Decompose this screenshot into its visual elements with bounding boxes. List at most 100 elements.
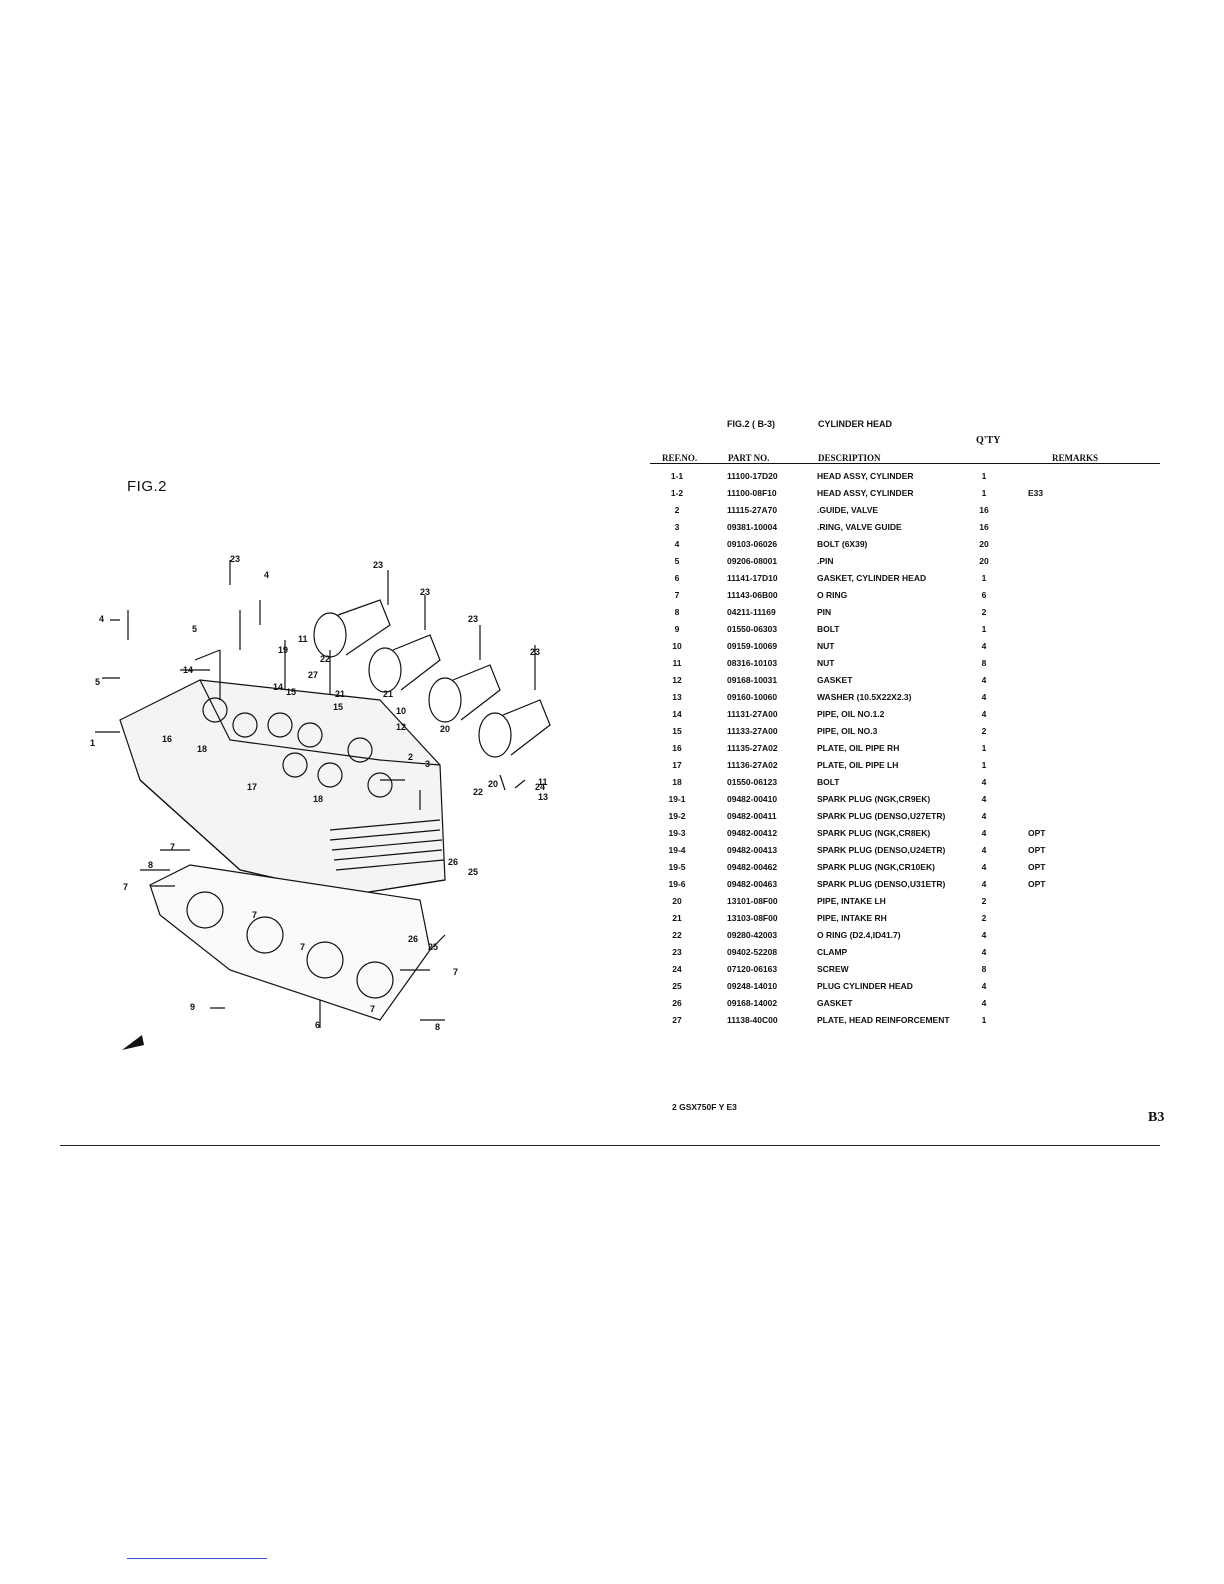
- part-no-cell: 11133-27A00: [727, 726, 778, 736]
- part-no-cell: 11143-06B00: [727, 590, 778, 600]
- svg-text:18: 18: [313, 794, 323, 804]
- ref-no-cell: 5: [674, 556, 680, 566]
- remarks-cell: E33: [1028, 488, 1044, 498]
- svg-text:25: 25: [468, 867, 478, 877]
- svg-text:5: 5: [95, 677, 100, 687]
- description-cell: PIPE, OIL NO.1.2: [817, 709, 885, 719]
- qty-cell: 6: [981, 590, 987, 600]
- ref-no-cell: 14: [672, 709, 682, 719]
- svg-text:23: 23: [468, 614, 478, 624]
- description-cell: PLATE, OIL PIPE RH: [817, 743, 900, 753]
- part-no-cell: 13101-08F00: [727, 896, 778, 906]
- header-part-no: PART NO.: [728, 453, 770, 463]
- svg-text:21: 21: [335, 689, 345, 699]
- part-no-cell: 08316-10103: [727, 658, 778, 668]
- part-no-cell: 04211-11169: [727, 607, 776, 617]
- part-no-cell: 11141-17D10: [727, 573, 778, 583]
- qty-cell: 4: [981, 641, 987, 651]
- ref-no-cell: 21: [672, 913, 682, 923]
- qty-cell: 4: [981, 709, 987, 719]
- qty-cell: 4: [981, 930, 987, 940]
- description-cell: GASKET: [817, 675, 853, 685]
- svg-text:23: 23: [373, 560, 383, 570]
- ref-no-cell: 25: [672, 981, 682, 991]
- part-no-cell: 09280-42003: [727, 930, 778, 940]
- svg-text:4: 4: [99, 614, 104, 624]
- page-code: B3: [1148, 1110, 1165, 1125]
- bottom-divider: [60, 1145, 1160, 1146]
- qty-cell: 4: [981, 947, 987, 957]
- description-cell: SPARK PLUG (DENSO,U24ETR): [817, 845, 946, 855]
- remarks-cell: OPT: [1028, 828, 1046, 838]
- description-cell: WASHER (10.5X22X2.3): [817, 692, 912, 702]
- ref-no-cell: 13: [672, 692, 682, 702]
- svg-text:8: 8: [148, 860, 153, 870]
- svg-text:3: 3: [425, 759, 430, 769]
- qty-cell: 8: [981, 964, 987, 974]
- svg-text:15: 15: [333, 702, 343, 712]
- svg-text:23: 23: [530, 647, 540, 657]
- part-no-cell: 11115-27A70: [727, 505, 778, 515]
- link-underline: [127, 1558, 267, 1559]
- ref-no-cell: 1-2: [670, 488, 684, 498]
- ref-no-cell: 20: [672, 896, 682, 906]
- qty-cell: 20: [979, 556, 989, 566]
- part-no-cell: 09482-00413: [727, 845, 778, 855]
- svg-text:11: 11: [298, 634, 308, 644]
- svg-text:9: 9: [190, 1002, 195, 1012]
- qty-cell: 2: [981, 726, 987, 736]
- svg-text:4: 4: [264, 570, 269, 580]
- description-cell: PIPE, INTAKE RH: [817, 913, 887, 923]
- description-cell: .RING, VALVE GUIDE: [817, 522, 902, 532]
- ref-no-cell: 19-4: [668, 845, 686, 855]
- part-no-cell: 09402-52208: [727, 947, 778, 957]
- qty-cell: 4: [981, 879, 987, 889]
- part-no-cell: 01550-06303: [727, 624, 778, 634]
- svg-text:7: 7: [170, 842, 175, 852]
- description-cell: HEAD ASSY, CYLINDER: [817, 471, 914, 481]
- ref-no-cell: 19-3: [668, 828, 686, 838]
- part-no-cell: 09248-14010: [727, 981, 778, 991]
- ref-no-cell: 19-5: [668, 862, 686, 872]
- svg-text:23: 23: [230, 554, 240, 564]
- ref-no-cell: 6: [674, 573, 680, 583]
- ref-no-cell: 8: [674, 607, 680, 617]
- ref-no-cell: 26: [672, 998, 682, 1008]
- qty-cell: 1: [981, 624, 987, 634]
- ref-no-cell: 7: [674, 590, 680, 600]
- qty-cell: 4: [981, 675, 987, 685]
- part-no-cell: 11138-40C00: [727, 1015, 778, 1025]
- part-no-cell: 01550-06123: [727, 777, 778, 787]
- qty-cell: 4: [981, 794, 987, 804]
- svg-text:16: 16: [162, 734, 172, 744]
- qty-cell: 1: [981, 488, 987, 498]
- svg-text:26: 26: [448, 857, 458, 867]
- ref-no-cell: 24: [672, 964, 682, 974]
- ref-no-cell: 10: [672, 641, 682, 651]
- description-cell: SPARK PLUG (NGK,CR8EK): [817, 828, 931, 838]
- part-no-cell: 09482-00462: [727, 862, 778, 872]
- part-no-cell: 09103-06026: [727, 539, 778, 549]
- part-no-cell: 13103-08F00: [727, 913, 778, 923]
- qty-cell: 8: [981, 658, 987, 668]
- svg-text:22: 22: [320, 654, 330, 664]
- description-cell: PIPE, OIL NO.3: [817, 726, 878, 736]
- remarks-cell: OPT: [1028, 879, 1046, 889]
- svg-text:8: 8: [435, 1022, 440, 1032]
